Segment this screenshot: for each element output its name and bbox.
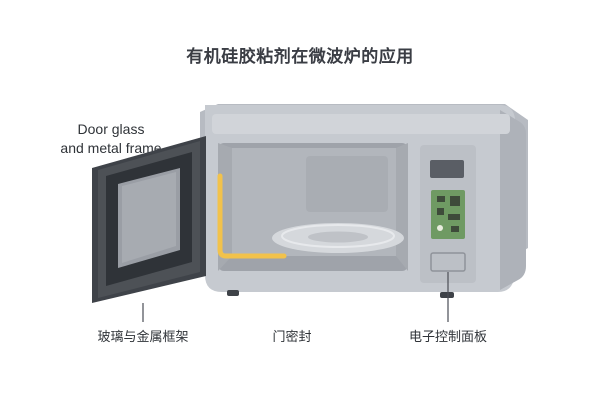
circuit-board-icon (431, 190, 465, 239)
callout-line-2: and metal frame (60, 140, 162, 156)
turntable-plate (272, 223, 404, 253)
foot-right (440, 292, 454, 298)
display-screen (430, 160, 464, 178)
open-door (92, 136, 206, 303)
foot-left (227, 290, 239, 296)
door-glass-callout: Door glass and metal frame (36, 120, 186, 158)
door-button (430, 252, 466, 272)
label-control-panel: 电子控制面板 (408, 330, 488, 345)
door-seal-strip (217, 173, 287, 259)
diagram-title: 有机硅胶粘剂在微波炉的应用 (186, 47, 414, 67)
label-glass-frame: 玻璃与金属框架 (97, 330, 189, 345)
control-panel (420, 145, 476, 283)
callout-line-1: Door glass (77, 121, 145, 137)
label-door-seal: 门密封 (272, 330, 312, 345)
